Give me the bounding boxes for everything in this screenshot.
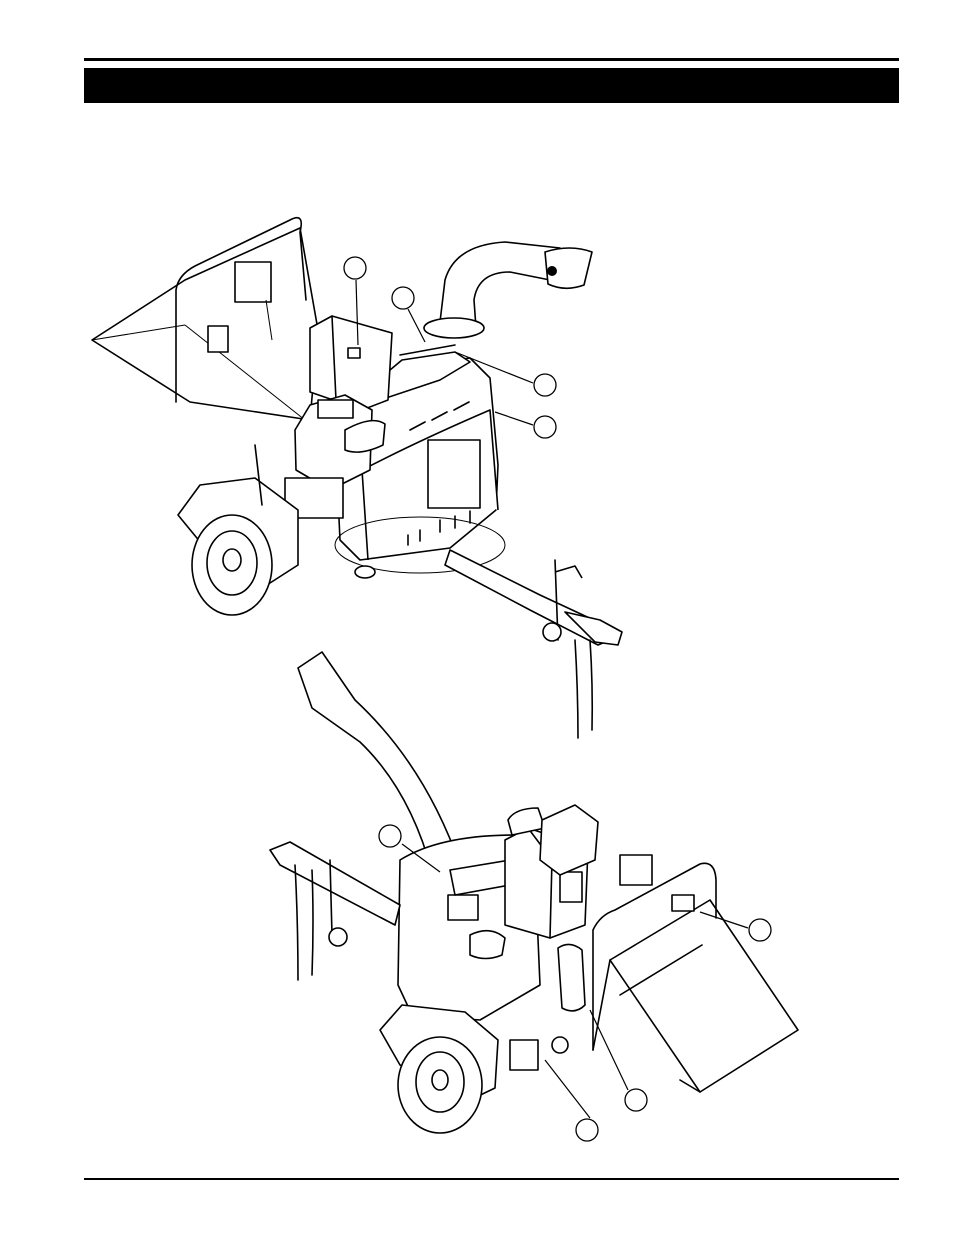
infeed-hopper-rear — [557, 862, 799, 1093]
engine — [284, 394, 386, 519]
callout-5 — [378, 824, 402, 848]
tow-tongue — [354, 549, 623, 739]
figure-top-chipper — [91, 216, 623, 739]
bottom-figure-callouts — [378, 824, 772, 1142]
chipper-housing — [334, 344, 506, 574]
tow-tongue-rear — [269, 841, 401, 981]
housing-slots — [407, 401, 471, 546]
callout-6 — [748, 918, 772, 942]
figure-bottom-chipper — [269, 651, 799, 1142]
callout-2 — [391, 286, 415, 310]
callout-4 — [533, 415, 557, 439]
discharge-chute — [423, 241, 593, 339]
engine-rear — [539, 804, 653, 886]
top-rule — [84, 58, 899, 61]
feed-hopper — [91, 216, 319, 421]
top-figure-callouts — [343, 256, 557, 439]
callout-3 — [533, 373, 557, 397]
callout-7 — [624, 1088, 648, 1112]
control-box — [309, 315, 393, 411]
header-bar — [84, 68, 899, 103]
wheel-assembly — [177, 444, 299, 616]
callout-8 — [575, 1118, 599, 1142]
bottom-rule — [84, 1178, 899, 1180]
callout-1 — [343, 256, 367, 280]
wheel-assembly-rear — [379, 1004, 569, 1134]
